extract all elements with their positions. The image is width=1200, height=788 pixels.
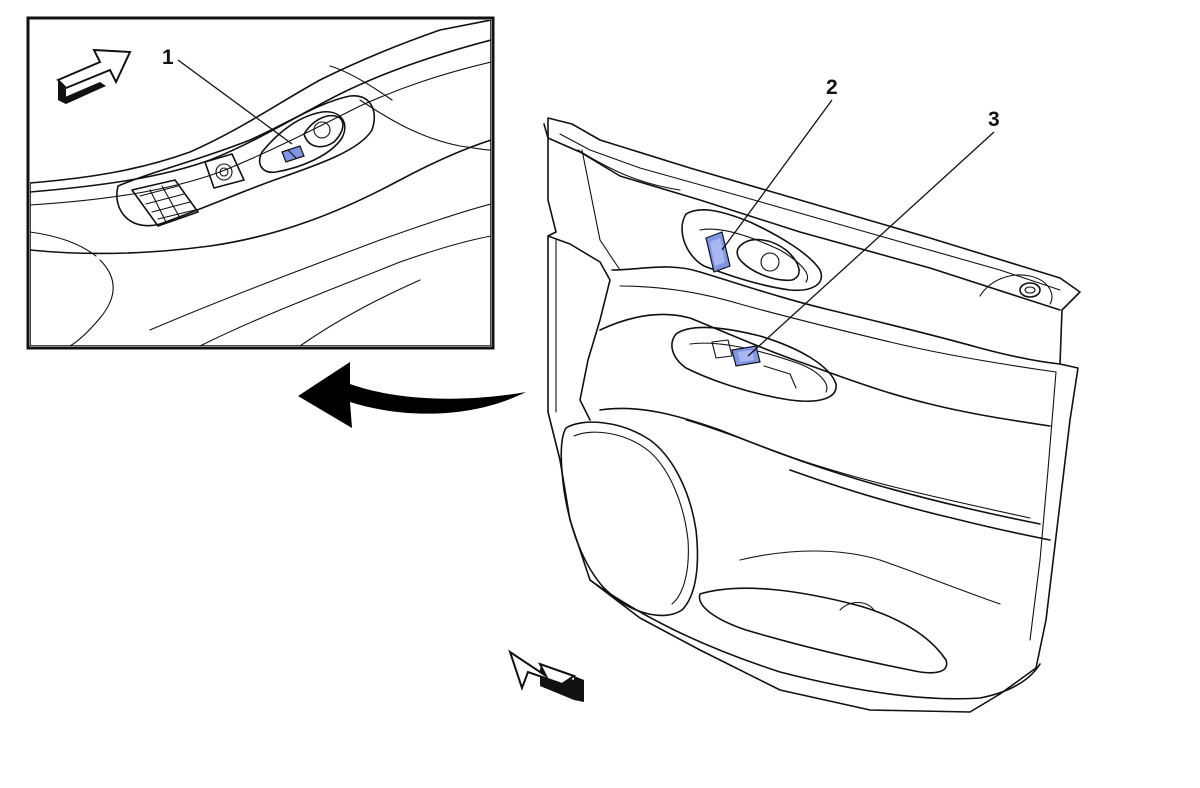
mid-contour-4 bbox=[739, 550, 1001, 605]
inset-armrest-surface bbox=[30, 20, 491, 346]
inset-handle-lever bbox=[303, 114, 344, 148]
panel-left-edge-3 bbox=[581, 149, 621, 271]
speaker-grille-inner bbox=[573, 431, 689, 605]
door-clip-icon bbox=[1019, 282, 1041, 298]
inset-lower-contour-4 bbox=[199, 235, 491, 346]
handle-recess bbox=[681, 209, 823, 292]
speaker-grille bbox=[560, 421, 699, 617]
inset-lower-contour-3 bbox=[149, 203, 491, 331]
panel-top-cap-3 bbox=[577, 149, 681, 191]
zoom-arrow-icon bbox=[298, 362, 526, 428]
panel-top-cap bbox=[543, 123, 1061, 311]
panel-lower-edge bbox=[589, 579, 1041, 700]
callout-2-leader bbox=[721, 99, 833, 251]
inset-detail-view: 1 bbox=[26, 16, 495, 350]
mid-contour-2 bbox=[685, 419, 1031, 519]
armrest-upper bbox=[611, 266, 1061, 365]
map-pocket-2 bbox=[839, 601, 875, 611]
panel-top-cap-2 bbox=[559, 133, 1061, 291]
inset-ridge-line bbox=[30, 39, 491, 193]
inset-switch-bezel bbox=[116, 95, 375, 227]
callout-3: 3 bbox=[747, 108, 1000, 357]
item-2-lock-button-highlight bbox=[705, 231, 731, 273]
door-panel-outline bbox=[547, 117, 1081, 713]
item-1-lock-switch-highlight bbox=[281, 145, 305, 163]
switch-bezel bbox=[671, 326, 837, 402]
inset-lower-contour-8 bbox=[299, 279, 421, 346]
inset-direction-arrow-icon bbox=[56, 48, 132, 104]
switch-key-1 bbox=[763, 365, 797, 389]
inset-contour-line bbox=[30, 61, 491, 206]
clip-surround bbox=[979, 274, 1053, 305]
map-pocket bbox=[698, 587, 948, 674]
mid-contour-3 bbox=[789, 469, 1051, 541]
inset-lower-contour-6 bbox=[329, 65, 393, 101]
switch-mirror-control bbox=[711, 339, 733, 359]
inset-lower-contour-5 bbox=[359, 99, 491, 151]
callout-3-label: 3 bbox=[988, 108, 1000, 131]
inset-lower-contour-2 bbox=[69, 259, 114, 346]
handle-pivot bbox=[760, 252, 780, 272]
callout-1-leader bbox=[177, 59, 293, 145]
callout-3-leader bbox=[747, 131, 995, 357]
inset-lower-contour-7 bbox=[30, 231, 97, 257]
inset-handle-pocket bbox=[258, 111, 346, 174]
callout-1: 1 bbox=[162, 46, 293, 145]
armrest-upper-2 bbox=[619, 285, 1057, 373]
inset-handle-pivot bbox=[313, 121, 331, 139]
callout-1-label: 1 bbox=[162, 46, 174, 69]
mirror-switch-icon bbox=[204, 153, 245, 189]
main-direction-arrow-icon bbox=[508, 649, 584, 702]
callout-2-label: 2 bbox=[826, 76, 838, 99]
handle-recess-inner bbox=[699, 228, 808, 283]
inset-frame bbox=[26, 16, 495, 350]
handle-lever bbox=[736, 238, 800, 282]
panel-left-edge bbox=[547, 235, 611, 421]
window-switch-cluster-icon bbox=[131, 179, 199, 227]
armrest-lower bbox=[599, 313, 1051, 427]
callout-2: 2 bbox=[721, 76, 838, 251]
panel-right-seam bbox=[1029, 371, 1057, 641]
door-trim-panel bbox=[543, 117, 1081, 713]
inset-lower-contour bbox=[30, 139, 491, 255]
switch-bezel-inner bbox=[689, 342, 828, 393]
